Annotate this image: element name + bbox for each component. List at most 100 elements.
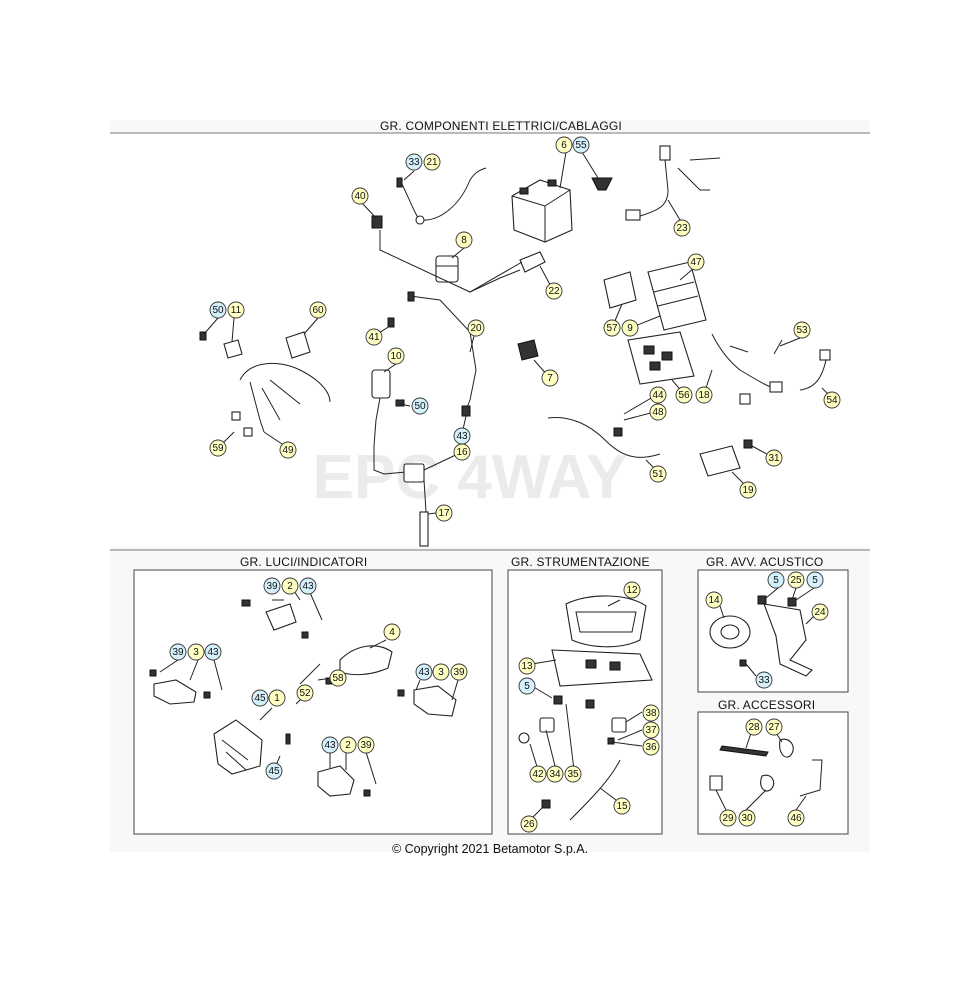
callout-circle xyxy=(564,765,582,783)
callout-circle xyxy=(613,797,631,815)
callout-circle xyxy=(767,571,785,589)
callout-23: 23 xyxy=(673,219,691,237)
callout-circle xyxy=(432,663,450,681)
callout-circle xyxy=(455,231,473,249)
callout-circle xyxy=(411,397,429,415)
callout-57: 57 xyxy=(603,319,621,337)
callout-label: 38 xyxy=(645,708,657,719)
callout-label: 34 xyxy=(549,769,561,780)
callout-circle xyxy=(169,643,187,661)
callout-label: 5 xyxy=(524,681,530,692)
callout-22: 22 xyxy=(545,282,563,300)
callout-17: 17 xyxy=(435,504,453,522)
callout-circle xyxy=(450,663,468,681)
callout-14: 14 xyxy=(705,591,723,609)
callout-label: 5 xyxy=(773,575,779,586)
instruments-parts-art xyxy=(518,595,653,821)
callout-label: 6 xyxy=(561,140,567,151)
callout-label: 23 xyxy=(676,223,688,234)
callout-label: 21 xyxy=(426,157,438,168)
copyright-notice: © Copyright 2021 Betamotor S.p.A. xyxy=(391,842,589,856)
callout-5: 5 xyxy=(767,571,785,589)
callout-label: 43 xyxy=(418,667,430,678)
callout-circle xyxy=(787,809,805,827)
callout-33: 33 xyxy=(755,671,773,689)
callout-circle xyxy=(435,504,453,522)
callout-circle xyxy=(251,689,269,707)
callout-11: 11 xyxy=(227,301,245,319)
callout-5: 5 xyxy=(518,677,536,695)
callout-label: 3 xyxy=(193,647,199,658)
callout-label: 20 xyxy=(470,323,482,334)
callout-circle xyxy=(572,136,590,154)
callout-label: 41 xyxy=(368,332,380,343)
callout-label: 12 xyxy=(626,585,638,596)
callout-circle xyxy=(546,765,564,783)
callout-circle xyxy=(545,282,563,300)
callout-label: 19 xyxy=(742,485,754,496)
callout-60: 60 xyxy=(309,301,327,319)
callout-circle xyxy=(296,684,314,702)
callout-circle xyxy=(642,721,660,739)
callout-45: 45 xyxy=(265,762,283,780)
callout-48: 48 xyxy=(649,403,667,421)
callout-label: 33 xyxy=(408,157,420,168)
callout-circle xyxy=(518,677,536,695)
title-electrical: GR. COMPONENTI ELETTRICI/CABLAGGI xyxy=(380,119,622,133)
callout-2: 2 xyxy=(281,577,299,595)
callout-47: 47 xyxy=(687,253,705,271)
callout-label: 31 xyxy=(768,453,780,464)
callout-circle xyxy=(351,187,369,205)
section-frames xyxy=(110,120,870,852)
callout-circle xyxy=(806,571,824,589)
horn-parts-art xyxy=(709,587,817,677)
callout-44: 44 xyxy=(649,386,667,404)
callout-38: 38 xyxy=(642,704,660,722)
callout-circle xyxy=(299,577,317,595)
callout-label: 44 xyxy=(652,390,664,401)
callout-33: 33 xyxy=(405,153,423,171)
callout-circle xyxy=(339,736,357,754)
callout-label: 43 xyxy=(456,431,468,442)
callout-4: 4 xyxy=(383,623,401,641)
callout-45: 45 xyxy=(251,689,269,707)
callout-46: 46 xyxy=(787,809,805,827)
callout-label: 58 xyxy=(332,673,344,684)
callout-15: 15 xyxy=(613,797,631,815)
callout-12: 12 xyxy=(623,581,641,599)
callout-circle xyxy=(209,439,227,457)
callout-label: 30 xyxy=(741,813,753,824)
callout-29: 29 xyxy=(719,809,737,827)
callout-39: 39 xyxy=(357,736,375,754)
callout-label: 40 xyxy=(354,191,366,202)
callout-7: 7 xyxy=(541,369,559,387)
title-horn: GR. AVV. ACUSTICO xyxy=(706,555,824,569)
callout-circle xyxy=(187,643,205,661)
callout-43: 43 xyxy=(415,663,433,681)
title-instruments: GR. STRUMENTAZIONE xyxy=(511,555,650,569)
callout-label: 39 xyxy=(453,667,465,678)
callout-1: 1 xyxy=(268,689,286,707)
callout-39: 39 xyxy=(263,577,281,595)
callout-circle xyxy=(793,321,811,339)
callout-label: 13 xyxy=(521,661,533,672)
accessories-parts-art xyxy=(709,729,823,811)
callout-label: 9 xyxy=(627,323,633,334)
callout-circle xyxy=(745,718,763,736)
callout-41: 41 xyxy=(365,328,383,346)
callout-30: 30 xyxy=(738,809,756,827)
callout-label: 14 xyxy=(708,595,720,606)
callout-circle xyxy=(268,689,286,707)
callout-circle xyxy=(787,571,805,589)
callout-label: 10 xyxy=(390,351,402,362)
callout-43: 43 xyxy=(299,577,317,595)
callout-50: 50 xyxy=(411,397,429,415)
callout-circle xyxy=(309,301,327,319)
callout-8: 8 xyxy=(455,231,473,249)
callout-16: 16 xyxy=(453,443,471,461)
callout-label: 39 xyxy=(266,581,278,592)
callout-label: 46 xyxy=(790,813,802,824)
callout-circle xyxy=(642,738,660,756)
callout-circle xyxy=(705,591,723,609)
